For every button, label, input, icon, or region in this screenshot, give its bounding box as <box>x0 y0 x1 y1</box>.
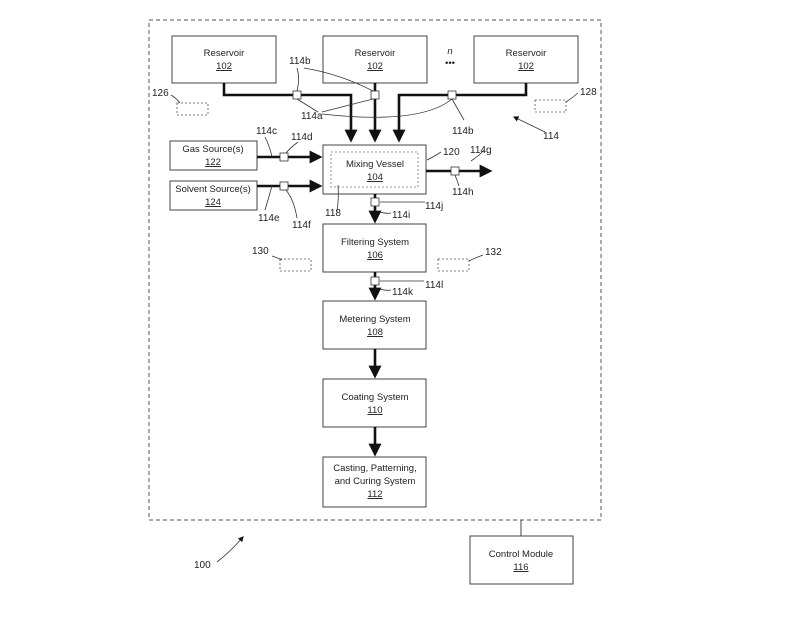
mixing-vessel-inner <box>330 151 419 188</box>
gas-source-label: Gas Source(s) <box>182 144 243 155</box>
control-module-number: 116 <box>513 562 528 573</box>
metering-system-label: Metering System <box>339 314 410 325</box>
ref-100: 100 <box>194 560 211 571</box>
reservoir-2-number: 102 <box>367 61 383 72</box>
ref-118: 118 <box>325 208 341 219</box>
leader-130 <box>271 255 283 261</box>
ref-114c: 114c <box>256 126 277 137</box>
ref-114g: 114g <box>470 145 492 156</box>
filtering-system: Filtering System 106 <box>322 223 427 273</box>
metering-system: Metering System 108 <box>322 300 427 350</box>
leader-118 <box>336 184 339 212</box>
leader-114k <box>379 288 392 291</box>
arrow-114 <box>512 116 546 133</box>
ref-114: 114 <box>543 131 559 142</box>
coating-system-label: Coating System <box>341 392 408 403</box>
ref-114b-top: 114b <box>289 56 311 67</box>
valve-114h <box>450 166 460 176</box>
sensor-box-126 <box>176 102 209 116</box>
solvent-source: Solvent Source(s) 124 <box>169 180 258 211</box>
filtering-system-label: Filtering System <box>341 237 409 248</box>
leader-132 <box>468 254 484 262</box>
mixing-vessel-number: 104 <box>367 172 383 183</box>
sensor-box-128 <box>534 99 567 113</box>
leader-126 <box>170 94 181 104</box>
reservoir-2-label: Reservoir <box>355 48 396 59</box>
leader-128 <box>565 92 579 103</box>
sensor-box-132 <box>437 258 470 272</box>
valve-114j <box>370 197 380 207</box>
valve-114l <box>370 276 380 286</box>
sensor-box-130 <box>279 258 312 272</box>
valve-114b-left <box>292 90 302 100</box>
filtering-system-number: 106 <box>367 250 383 261</box>
ref-114b-right: 114b <box>452 126 474 137</box>
reservoir-n-label: n <box>447 46 452 57</box>
ref-128: 128 <box>580 87 597 98</box>
valve-114b-center <box>370 90 380 100</box>
ref-114h: 114h <box>452 187 474 198</box>
ref-132: 132 <box>485 247 502 258</box>
ref-114a: 114a <box>301 111 323 122</box>
casting-system-number: 112 <box>367 489 382 500</box>
ref-114i: 114i <box>392 210 410 221</box>
ref-114e: 114e <box>258 213 280 224</box>
reservoir-1-number: 102 <box>216 61 232 72</box>
control-module-label: Control Module <box>489 549 553 560</box>
leader-lines-sources <box>264 136 299 219</box>
ref-120: 120 <box>443 147 460 158</box>
leader-114g <box>470 149 485 162</box>
reservoir-1-label: Reservoir <box>204 48 245 59</box>
ref-130: 130 <box>252 246 269 257</box>
source-feed-lines <box>257 150 323 193</box>
ref-114l: 114l <box>425 280 443 291</box>
reservoir-ellipsis: ••• <box>445 58 455 69</box>
valve-114b-right <box>447 90 457 100</box>
coating-system-number: 110 <box>367 405 382 416</box>
leader-114h <box>454 174 460 187</box>
ref-114d: 114d <box>291 132 313 143</box>
gas-source: Gas Source(s) 122 <box>169 140 258 171</box>
solvent-source-number: 124 <box>205 197 221 208</box>
arrow-100 <box>216 536 244 563</box>
solvent-source-label: Solvent Source(s) <box>175 184 251 195</box>
reservoir-2: Reservoir 102 <box>322 35 428 84</box>
coating-system: Coating System 110 <box>322 378 427 428</box>
leader-120 <box>426 151 442 161</box>
valve-114d <box>279 152 289 162</box>
leader-114i <box>379 211 392 214</box>
ref-126: 126 <box>152 88 169 99</box>
leader-lines-top <box>296 67 465 121</box>
casting-system-line2: and Curing System <box>335 476 416 487</box>
reservoir-3: Reservoir 102 <box>473 35 579 84</box>
gas-source-number: 122 <box>205 157 221 168</box>
casting-system: Casting, Patterning, and Curing System 1… <box>322 456 427 508</box>
valve-114f <box>279 181 289 191</box>
reservoir-3-number: 102 <box>518 61 534 72</box>
metering-system-number: 108 <box>367 327 383 338</box>
ref-114k: 114k <box>392 287 414 298</box>
reservoir-1: Reservoir 102 <box>171 35 277 84</box>
control-module: Control Module 116 <box>469 535 574 585</box>
casting-system-line1: Casting, Patterning, <box>333 463 416 474</box>
system-boundary <box>148 19 602 521</box>
mixing-vessel-label: Mixing Vessel <box>346 159 404 170</box>
reservoir-3-label: Reservoir <box>506 48 547 59</box>
mixing-vessel: Mixing Vessel 104 <box>322 144 427 195</box>
ref-114j: 114j <box>425 201 443 212</box>
ref-114f: 114f <box>292 220 311 231</box>
